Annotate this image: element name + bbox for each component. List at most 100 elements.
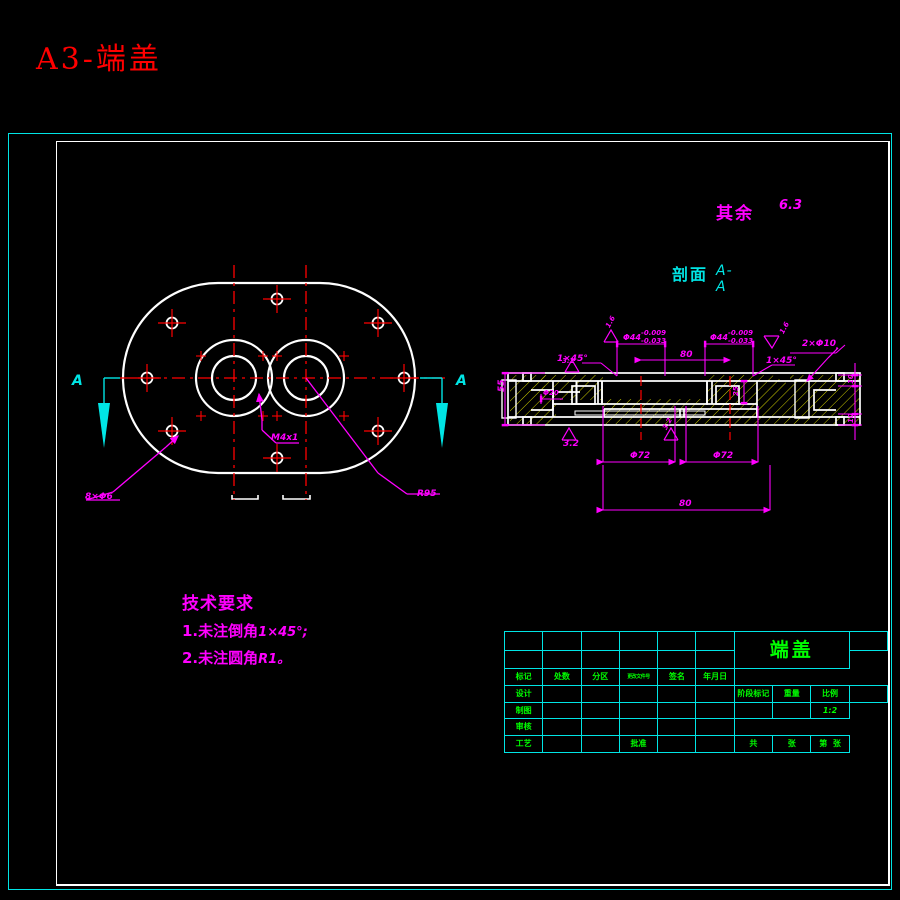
dim-inner-dia: Φ20 (543, 389, 559, 397)
section-view-caption: 剖面 A-A (672, 261, 732, 295)
tb-blank[interactable] (542, 631, 582, 651)
tb-blank[interactable] (580, 649, 620, 670)
tb-cell[interactable] (734, 719, 849, 736)
dim-flange-dia-right: Φ72 (713, 451, 734, 461)
tb-sheet-total-prefix: 共 (733, 735, 774, 753)
tb-cell[interactable] (542, 684, 582, 703)
tb-sheet-index-prefix: 第 (819, 739, 828, 749)
tb-sheet-total-unit: 张 (772, 735, 812, 753)
tb-role-draw: 制图 (503, 701, 544, 720)
sheet-outer-border (8, 133, 892, 890)
tb-blank[interactable] (618, 631, 659, 651)
tb-weight-value[interactable] (772, 701, 812, 720)
bolt-hole (133, 364, 161, 392)
tech-req-item-1-val: 1×45°; (258, 625, 308, 640)
dim-bore-dia-left: Φ44 (623, 333, 641, 342)
tb-cell[interactable] (580, 701, 620, 720)
tb-cell[interactable] (657, 684, 697, 703)
dim-bore-center-dist: 80 (680, 350, 693, 360)
tb-cell[interactable] (849, 719, 887, 736)
tb-blank[interactable] (848, 631, 889, 651)
tb-blank[interactable] (618, 649, 659, 670)
title-block: 端盖 标记 处数 分区 更改文件号 签名 年月日 (503, 630, 889, 753)
tb-cell[interactable] (618, 684, 659, 703)
tb-cell[interactable] (695, 718, 735, 737)
tech-req-item-2: 2.未注圆角R1。 (182, 647, 308, 668)
tb-blank[interactable] (503, 649, 544, 670)
bolt-hole (263, 444, 291, 472)
tb-blank[interactable] (849, 650, 887, 669)
tb-stage-cells[interactable] (733, 701, 774, 720)
dim-step-depth: 25 (732, 386, 740, 396)
roughness-symbols (561, 328, 780, 441)
section-dimension-lines (501, 340, 862, 514)
dim-overall-width: 80 (679, 499, 692, 509)
technical-requirements: 技术要求 1.未注倒角1×45°; 2.未注圆角R1。 (182, 589, 308, 668)
leader-r95 (305, 377, 440, 495)
rough-lower-left-value: 3.2 (563, 439, 579, 449)
tb-cell[interactable] (618, 701, 659, 720)
sheet-inner-frame-right (888, 141, 890, 886)
tb-blank (734, 669, 849, 686)
title-block-row-top2 (503, 649, 888, 670)
front-bolt-holes (133, 285, 418, 472)
tb-blank[interactable] (657, 649, 697, 670)
front-view (85, 265, 450, 501)
tb-blank[interactable] (695, 631, 735, 651)
roughness-remainder-label: 其余 (716, 204, 754, 224)
tb-cell[interactable] (657, 718, 697, 737)
tb-blank[interactable] (503, 631, 544, 651)
tech-req-item-2-num: 2. (182, 649, 199, 667)
tb-cell[interactable] (695, 701, 735, 720)
tb-blank[interactable] (580, 631, 620, 651)
tb-cell[interactable] (580, 718, 620, 737)
roughness-remainder-note: 其余 6.3 (716, 198, 802, 224)
label-chamfer-left: 1×45° (557, 354, 588, 364)
tb-cell[interactable] (849, 736, 887, 753)
title-block-revision-headers: 标记 处数 分区 更改文件号 签名 年月日 (503, 668, 888, 686)
tb-cell[interactable] (848, 684, 889, 703)
tb-cell[interactable] (849, 702, 887, 719)
tb-head-sign: 签名 (657, 668, 697, 686)
sheet-inner-frame (56, 141, 889, 886)
tb-head-mark: 标记 (503, 668, 544, 686)
dim-flange-dia-left: Φ72 (630, 451, 651, 461)
title-block-row-design: 设计 阶段标记 重量 比例 (503, 684, 889, 703)
tb-cell[interactable] (657, 735, 697, 753)
tb-cell[interactable] (695, 735, 735, 753)
tb-scale-value: 1:2 (810, 701, 850, 720)
sheet-inner-frame-bottom (56, 884, 889, 886)
dim-bore-tol-left-upper: -0.009 (641, 329, 667, 337)
tb-blank[interactable] (542, 649, 582, 670)
label-chamfer-right: 1×45° (766, 356, 797, 366)
leader-m4x1 (256, 392, 299, 444)
page-title: A3-端盖 (36, 42, 162, 77)
tb-cell[interactable] (695, 684, 735, 703)
tb-cell[interactable] (542, 718, 582, 737)
tb-head-zone: 分区 (580, 668, 620, 686)
tb-head-date: 年月日 (695, 668, 735, 686)
tb-sheet-index-unit: 张 (832, 739, 841, 749)
section-mark-left: A (72, 373, 83, 389)
tb-blank[interactable] (657, 631, 697, 651)
tb-cell[interactable] (657, 701, 697, 720)
dim-rib-height-upper: 10 (847, 374, 855, 384)
tb-sheet-index: 第 张 (810, 735, 850, 753)
dim-bore-dia-right: Φ44 (710, 333, 728, 342)
tb-cell[interactable] (618, 718, 659, 737)
tech-req-item-1: 1.未注倒角1×45°; (182, 620, 308, 641)
dim-bore-tol-right-lower: -0.033 (728, 337, 754, 345)
front-outline (121, 281, 417, 475)
tb-cell[interactable] (542, 701, 582, 720)
tb-cell[interactable] (580, 684, 620, 703)
tech-req-item-1-num: 1. (182, 622, 199, 640)
tb-cell[interactable] (542, 735, 582, 753)
title-block-row-process: 工艺 批准 共 张 第 张 (503, 735, 888, 753)
tb-role-design: 设计 (503, 684, 544, 703)
tb-cell[interactable] (580, 735, 620, 753)
tb-blank[interactable] (695, 649, 735, 670)
tb-stage-label: 阶段标记 (733, 684, 774, 703)
tb-head-qty: 处数 (542, 668, 582, 686)
roughness-remainder-value: 6.3 (779, 198, 803, 213)
